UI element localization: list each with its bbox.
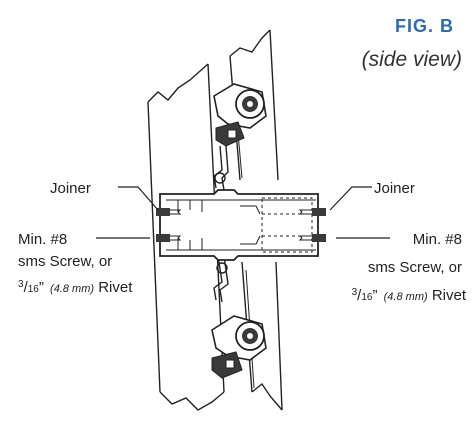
fastener-right-label: Min. #8 sms Screw, or 3/16” (4.8 mm) Riv… (352, 231, 467, 304)
figure-title: FIG. B (395, 16, 454, 36)
joiner-left-leader (118, 186, 159, 211)
left-upper-fastener (156, 208, 182, 216)
svg-text:3/16” (4.8 mm) Riv: 3/16” (4.8 mm) Rivet (18, 279, 133, 296)
joiner-connector (156, 189, 326, 261)
joiner-right-leader (329, 186, 372, 211)
figure-subtitle: (side view) (362, 48, 462, 71)
fastener-left-label: Min. #8 sms Screw, or 3/16” (4.8 mm) Riv… (18, 231, 133, 296)
svg-text:sms Screw, or: sms Screw, or (18, 253, 112, 270)
upper-clip-bracket (213, 83, 267, 191)
joiner-left-label: Joiner (50, 180, 91, 197)
svg-text:Min. #8: Min. #8 (413, 231, 462, 248)
right-upper-fastener (298, 208, 326, 216)
leader-lines (96, 186, 390, 239)
lower-clip-bracket (211, 255, 267, 379)
svg-text:3/16” (4.8 mm) Riv: 3/16” (4.8 mm) Rivet (352, 287, 467, 304)
left-lower-fastener (156, 234, 182, 242)
joiner-right-label: Joiner (374, 180, 415, 197)
right-lower-fastener (298, 234, 326, 242)
svg-text:sms Screw, or: sms Screw, or (368, 259, 462, 276)
svg-text:Min. #8: Min. #8 (18, 231, 67, 248)
